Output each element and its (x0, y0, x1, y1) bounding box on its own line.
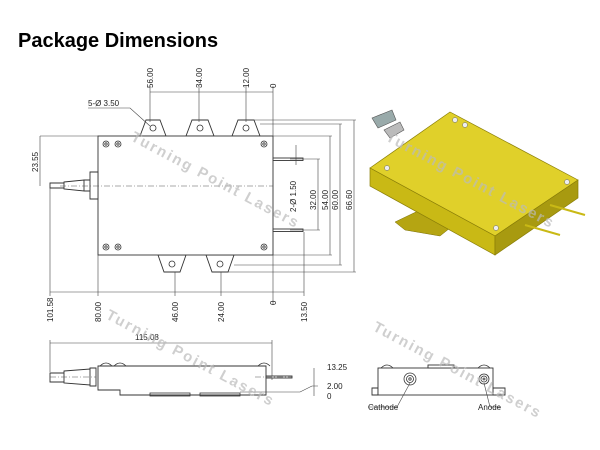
dim-23-55: 23.55 (31, 151, 40, 172)
dim-66-6: 66.60 (345, 189, 354, 210)
top-view: 56.00 34.00 12.00 0 5-Ø 3.50 23.55 2-Ø 1… (31, 67, 356, 322)
side-view: 115.08 13.25 2.00 0 (49, 333, 348, 401)
mounting-tabs-top (139, 119, 261, 137)
dim-2: 2.00 (327, 382, 343, 391)
dim-24: 24.00 (217, 301, 226, 322)
pin-callout: 2-Ø 1.50 (289, 180, 298, 212)
fiber-connector (49, 171, 99, 200)
package-body-side (97, 365, 267, 396)
dim-12: 12.00 (242, 67, 251, 88)
dim-54: 54.00 (321, 189, 330, 210)
dim-0-side: 0 (327, 392, 332, 401)
package-body-end (377, 367, 494, 396)
anode-label: Anode (478, 403, 502, 412)
dim-34: 34.00 (195, 67, 204, 88)
hole-callout: 5-Ø 3.50 (88, 99, 120, 108)
package-3d-render (369, 109, 586, 256)
dim-0-bottom: 0 (269, 300, 278, 305)
dim-0-top: 0 (269, 83, 278, 88)
dim-32: 32.00 (309, 189, 318, 210)
cathode-label: Cathode (368, 403, 399, 412)
dim-80: 80.00 (94, 301, 103, 322)
end-view: Cathode Anode (368, 364, 506, 412)
dim-115-08: 115.08 (135, 333, 159, 342)
page-title: Package Dimensions (18, 30, 219, 52)
dim-13-5: 13.50 (300, 301, 309, 322)
dim-60: 60.00 (331, 189, 340, 210)
dim-101-58: 101.58 (46, 297, 55, 322)
dim-56: 56.00 (146, 67, 155, 88)
dim-46: 46.00 (171, 301, 180, 322)
cathode-pin-icon (403, 372, 417, 386)
fiber-connector-3d (371, 109, 397, 129)
dim-13-25: 13.25 (327, 363, 348, 372)
package-body-top (97, 135, 274, 256)
